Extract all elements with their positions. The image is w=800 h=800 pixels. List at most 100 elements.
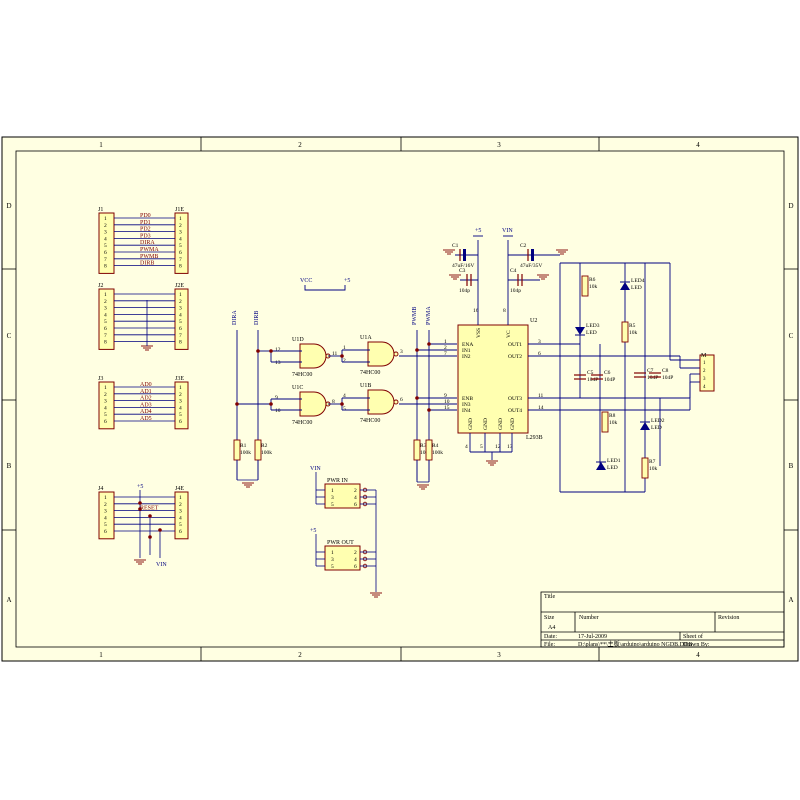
svg-text:4: 4 (703, 385, 706, 390)
pin-number: 4 (179, 405, 182, 411)
header-body (174, 381, 189, 430)
driver-pin-name: GND (468, 418, 474, 430)
resistor-ref: R1 (240, 443, 247, 449)
driver-pin-name: VSS (476, 328, 482, 338)
row-label: C (789, 332, 794, 340)
driver-pin-number: 15 (444, 405, 450, 411)
pin-number: 6 (104, 250, 107, 256)
net-label: AD0 (140, 382, 152, 388)
power-label: VIN (310, 466, 321, 472)
net-label-dirb: DIRB (254, 311, 260, 325)
pin-number: 7 (179, 333, 182, 339)
driver-pin-number: 2 (444, 345, 447, 351)
gate-part: 74HC00 (292, 372, 312, 378)
pin-number: 5 (179, 412, 182, 418)
power-label-p5: +5 (475, 228, 481, 234)
title-block (540, 591, 785, 648)
title-label: Title (544, 594, 555, 600)
junction (138, 507, 142, 511)
pin-number: 3 (331, 557, 334, 563)
pin-number: 1 (179, 385, 182, 391)
pin-number: 4 (179, 515, 182, 521)
capacitor-value: 104P (604, 377, 615, 383)
pin-number: 4 (104, 405, 107, 411)
junction (148, 514, 152, 518)
driver-pin-number: 4 (465, 444, 468, 450)
junction (138, 501, 142, 505)
net-label: DIRA (140, 240, 155, 246)
driver-pin-name: IN1 (462, 348, 471, 354)
net-label: AD1 (140, 389, 152, 395)
size-value: A4 (548, 625, 555, 631)
pin-number: 4 (179, 236, 182, 242)
led-triangle (620, 282, 630, 290)
power-label-vin: VIN (502, 228, 513, 234)
resistor-ref: R5 (629, 323, 636, 329)
capacitor-ref: C4 (510, 268, 517, 274)
header-body (98, 381, 115, 430)
pin-number: 2 (104, 223, 107, 229)
ground-symbol (443, 249, 455, 255)
net-label-pwma: PWMA (426, 306, 432, 325)
connector-body (324, 545, 361, 571)
pin-number: 3 (400, 349, 403, 355)
col-label: 4 (696, 141, 700, 149)
capacitor-value: 104P (662, 375, 673, 381)
pin-number: 5 (104, 319, 107, 325)
pin-number: 2 (104, 299, 107, 305)
driver-body (457, 324, 529, 434)
capacitor-value: 47uF/16V (452, 263, 474, 269)
power-label-vcc: VCC (300, 278, 312, 284)
pin-number: 5 (331, 564, 334, 570)
capacitor-ref: C7 (647, 368, 654, 374)
driver-pin-name: IN2 (462, 354, 471, 360)
resistor-ref: R3 (420, 443, 427, 449)
net-label: AD3 (140, 402, 152, 408)
header-ref: J4E (175, 486, 184, 492)
pin-number: 8 (179, 264, 182, 270)
junction (158, 528, 162, 532)
pin-number: 1 (331, 488, 334, 494)
gate-body (367, 341, 395, 367)
file-value: D:\plans\**\主板\arduino\arduino NGDB.DDB (578, 640, 692, 648)
pin-number: 4 (104, 312, 107, 318)
led-triangle (640, 422, 650, 430)
capacitor-value: 47uF/35V (520, 263, 542, 269)
pin-number: 2 (354, 550, 357, 556)
resistor-value: 100k (240, 450, 251, 456)
gate-ref: U1D (292, 337, 304, 343)
gate-part: 74HC00 (360, 418, 380, 424)
capacitor-ref: C5 (587, 370, 594, 376)
pin-number: 6 (104, 419, 107, 425)
resistor-value: 10k (649, 466, 658, 472)
sheet-border (1, 136, 799, 662)
net-label: PD1 (140, 220, 151, 226)
gate-ref: U1A (360, 335, 372, 341)
capacitors: C147uF/16VC247uF/35VC3104pC4104pC5104PC6… (443, 243, 673, 383)
pin-number: 1 (104, 385, 107, 391)
resistor-body (641, 457, 649, 479)
frame-zones (2, 137, 798, 661)
net-label: AD5 (140, 416, 152, 422)
row-label: A (6, 596, 11, 604)
inner-border (15, 150, 785, 648)
net-label: PD2 (140, 227, 151, 233)
row-label: B (789, 462, 794, 470)
net-label: AD4 (140, 409, 152, 415)
